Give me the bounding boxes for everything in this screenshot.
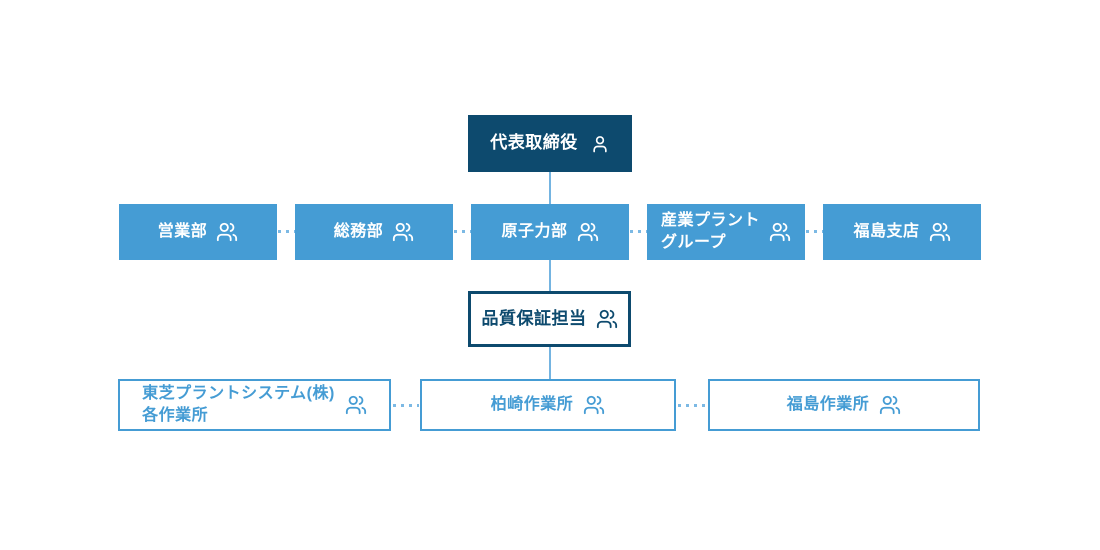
org-node-kashiwazaki-site: 柏崎作業所 (420, 379, 676, 431)
users-icon (583, 394, 605, 416)
org-node-fukushima-site: 福島作業所 (708, 379, 980, 431)
org-node-toshiba-plant-systems-sites: 東芝プラントシステム(株) 各作業所 (118, 379, 391, 431)
org-node-sales-dept: 営業部 (119, 204, 277, 260)
user-icon (590, 134, 610, 154)
dotted-connector (806, 230, 823, 233)
users-icon (769, 221, 791, 243)
org-node-label: 営業部 (157, 223, 208, 241)
org-node-representative-director: 代表取締役 (468, 115, 632, 172)
org-node-label: 福島支店 (853, 223, 920, 241)
org-node-label: 総務部 (333, 223, 384, 241)
users-icon (345, 394, 367, 416)
dotted-connector (393, 404, 419, 407)
org-node-quality-assurance: 品質保証担当 (468, 291, 631, 347)
org-node-general-affairs-dept: 総務部 (295, 204, 453, 260)
dotted-connector (454, 230, 471, 233)
org-node-label: 品質保証担当 (481, 308, 587, 328)
org-node-label: 東芝プラントシステム(株) 各作業所 (142, 385, 335, 424)
org-node-industrial-plant-group: 産業プラント グループ (647, 204, 805, 260)
org-node-label: 柏崎作業所 (490, 396, 574, 414)
connector-root-to-nuclear (549, 172, 551, 204)
users-icon (577, 221, 599, 243)
org-node-label: 代表取締役 (490, 133, 578, 153)
dotted-connector (278, 230, 295, 233)
connector-qa-to-kashiwazaki (549, 347, 551, 379)
connector-nuclear-to-qa (549, 260, 551, 291)
users-icon (392, 221, 414, 243)
dotted-connector (630, 230, 647, 233)
org-node-label: 福島作業所 (786, 396, 870, 414)
users-icon (596, 308, 618, 330)
users-icon (216, 221, 238, 243)
org-node-label: 原子力部 (501, 223, 568, 241)
org-node-label: 産業プラント グループ (660, 212, 760, 251)
org-node-nuclear-power-dept: 原子力部 (471, 204, 629, 260)
users-icon (929, 221, 951, 243)
org-node-fukushima-branch: 福島支店 (823, 204, 981, 260)
dotted-connector (678, 404, 706, 407)
users-icon (879, 394, 901, 416)
